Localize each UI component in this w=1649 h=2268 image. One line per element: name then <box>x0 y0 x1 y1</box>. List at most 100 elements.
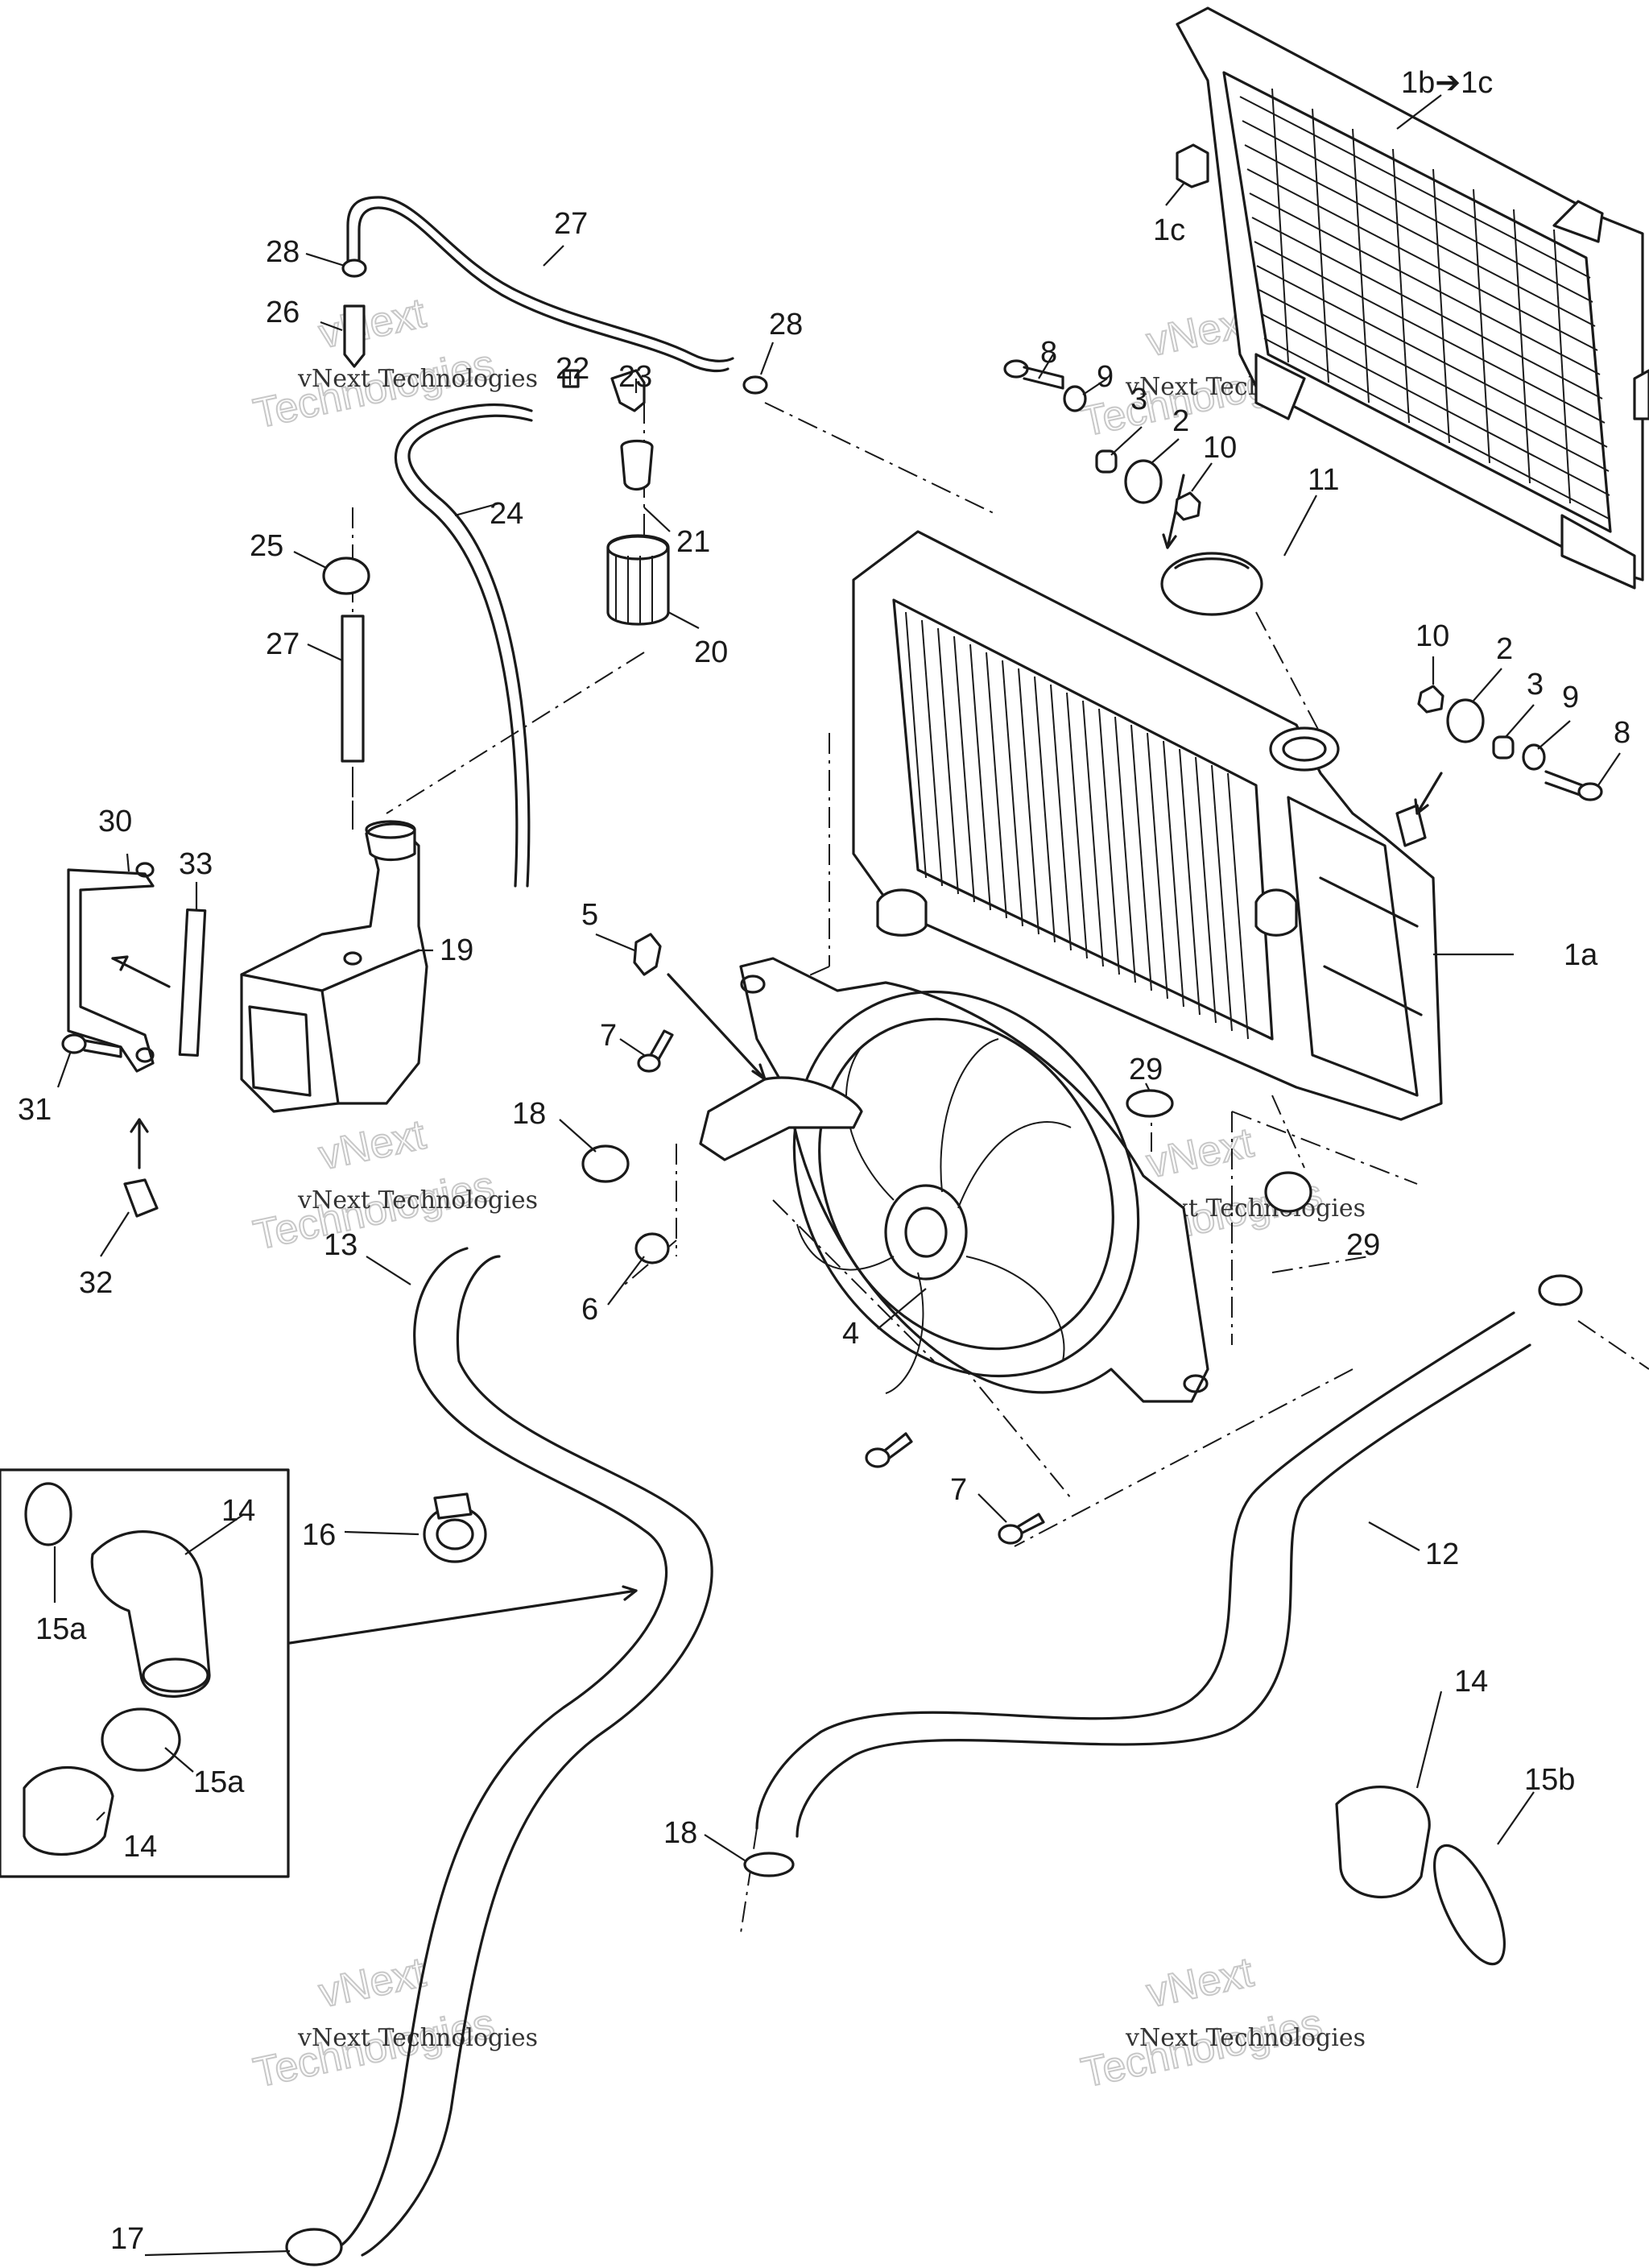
callout-10-right: 10 <box>1415 619 1449 653</box>
callout-24: 24 <box>490 497 523 531</box>
hose-end-17 <box>285 2228 343 2266</box>
callout-7-upper: 7 <box>600 1019 617 1053</box>
callout-18-lower: 18 <box>663 1816 697 1850</box>
callout-23: 23 <box>618 360 652 394</box>
radiator-filler-neck <box>1269 726 1340 772</box>
hose-boot-14-bottom <box>23 1766 114 1856</box>
callout-17: 17 <box>110 2222 144 2256</box>
callout-26: 26 <box>266 296 300 329</box>
callout-31: 31 <box>18 1093 52 1127</box>
bolt-7-upper <box>637 1029 674 1073</box>
clamp-18-upper <box>581 1144 630 1183</box>
expansion-tank <box>240 820 428 1113</box>
radiator-cap <box>1160 552 1263 616</box>
clamp-28-right <box>742 375 768 395</box>
callout-13: 13 <box>324 1228 357 1262</box>
vent-hose-27-top <box>346 196 734 362</box>
watermark-big-vnext: vNext <box>1143 1949 1258 2017</box>
clamp-right-hose <box>1538 1274 1583 1306</box>
callout-2-top: 2 <box>1172 404 1189 438</box>
callout-22: 22 <box>556 352 589 386</box>
callout-12: 12 <box>1425 1538 1459 1571</box>
lower-hose-13 <box>337 1247 668 2249</box>
watermark-bottom-right: vNext Technologies vNext Technologies <box>1077 1948 1366 2098</box>
callout-15b: 15b <box>1524 1763 1575 1797</box>
watermark-big-vnext: vNext <box>315 290 430 358</box>
callout-21: 21 <box>676 525 710 559</box>
callout-15a-bottom: 15a <box>193 1765 245 1799</box>
clamp-28-left <box>341 259 367 278</box>
watermark-text: vNext Technologies <box>1125 2024 1366 2052</box>
callout-1b-1c: 1b➔1c <box>1401 66 1493 100</box>
washer-9-right <box>1522 743 1546 771</box>
watermark-big-vnext: vNext <box>1143 1120 1258 1187</box>
clamp-15a-bottom <box>101 1707 181 1772</box>
vent-hose-27-lower <box>341 615 365 763</box>
callout-11: 11 <box>1308 463 1339 497</box>
callout-7-lower: 7 <box>950 1473 967 1507</box>
cooling-fan <box>699 957 1209 1403</box>
callout-33: 33 <box>179 847 213 881</box>
clip-5 <box>633 933 662 976</box>
watermark-bottom-left: vNext Technologies vNext Technologies <box>249 1948 538 2098</box>
spacer-3-top <box>1095 449 1118 474</box>
adapter-21 <box>620 439 654 491</box>
callout-1a: 1a <box>1564 938 1598 972</box>
grommet-29-left <box>1126 1089 1174 1118</box>
callout-3-top: 3 <box>1130 383 1147 416</box>
callout-15a-top: 15a <box>35 1612 87 1646</box>
callout-29-right: 29 <box>1346 1228 1380 1262</box>
washer-9-top <box>1063 385 1087 412</box>
grommet-2-right <box>1446 698 1485 743</box>
grommet-25 <box>322 557 370 595</box>
callout-19: 19 <box>440 933 473 967</box>
clamp-18-lower <box>743 1852 795 1877</box>
clamp-15b <box>1433 1844 1506 1966</box>
callout-14-inset-top: 14 <box>221 1494 255 1528</box>
tank-cap-20 <box>606 534 670 626</box>
rubber-strip <box>178 908 207 1057</box>
callout-9-right: 9 <box>1562 681 1579 714</box>
radiator <box>852 530 1443 1121</box>
callout-6: 6 <box>581 1293 598 1326</box>
connector-26 <box>343 304 366 368</box>
bolt-7-lower <box>998 1513 1045 1545</box>
callout-2-right: 2 <box>1496 632 1513 666</box>
callout-8-top: 8 <box>1040 336 1057 370</box>
callout-16: 16 <box>302 1518 336 1552</box>
bolt-8-right <box>1544 770 1603 801</box>
watermark-text: vNext Technologies <box>297 2024 538 2052</box>
grommet-6 <box>634 1232 670 1264</box>
hose-boot-14-right <box>1335 1786 1431 1898</box>
assembly-arrows <box>111 474 1443 1645</box>
radiator-core-fins <box>905 611 1249 1040</box>
callout-1c: 1c <box>1153 213 1185 247</box>
clamp-15a-top <box>24 1482 72 1546</box>
bolt-7-mid <box>865 1432 913 1468</box>
upper-hose-12 <box>755 1311 1515 1830</box>
fan-wire-bracket <box>699 1076 863 1161</box>
watermark-mid-left: vNext Technologies vNext Technologies <box>249 1111 538 1260</box>
callout-9-top: 9 <box>1097 360 1114 394</box>
callout-32: 32 <box>79 1266 113 1300</box>
hose-boot-14-top <box>90 1530 211 1698</box>
nut-10-right <box>1417 685 1444 714</box>
callout-4: 4 <box>842 1317 859 1351</box>
clamp-16 <box>423 1492 487 1563</box>
watermark-big-vnext: vNext <box>315 1111 430 1179</box>
grille-mesh <box>1239 88 1611 520</box>
nut-10-top <box>1174 491 1201 521</box>
callout-14-right: 14 <box>1454 1665 1488 1699</box>
spacer-3-right <box>1492 735 1515 759</box>
clip-nut-32 <box>123 1178 159 1218</box>
callout-3-right: 3 <box>1527 668 1544 702</box>
callout-25: 25 <box>250 529 283 563</box>
tank-bracket <box>67 862 155 1073</box>
fan-hub <box>884 1184 968 1281</box>
callout-28-right: 28 <box>769 308 803 341</box>
grommet-2-top <box>1124 459 1163 504</box>
tank-filler-neck <box>365 822 416 862</box>
inset-box <box>0 1468 290 1878</box>
bolt-31 <box>61 1033 122 1058</box>
